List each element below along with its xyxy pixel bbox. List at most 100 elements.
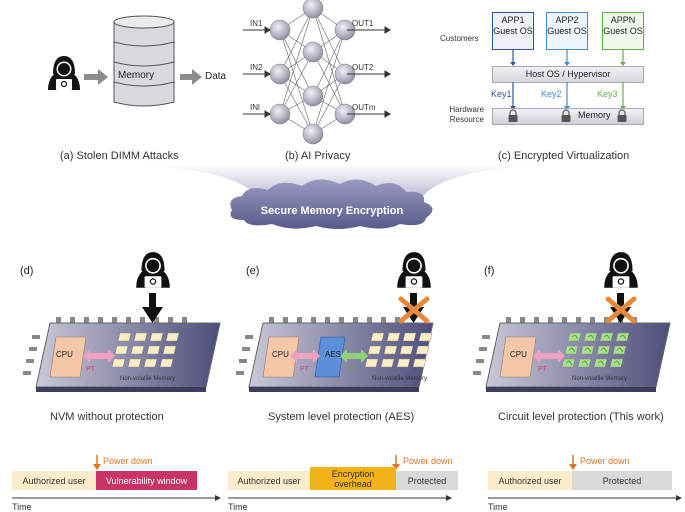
chip-pin — [297, 317, 302, 324]
memory-cell-mark — [568, 347, 576, 353]
chip-pin — [126, 317, 131, 324]
memory-cell-mark — [613, 360, 621, 366]
memory-cell-mark — [587, 334, 595, 340]
chip-pin — [168, 317, 173, 324]
nvm-label-d: Non-volatile Memory — [120, 376, 176, 382]
time-axis-e — [228, 495, 452, 501]
chip-pin — [473, 371, 481, 375]
cpu-label-f: CPU — [510, 350, 527, 359]
memory-cell — [396, 358, 411, 368]
cloud-label: Secure Memory Encryption — [260, 205, 404, 217]
memory-cell — [149, 332, 164, 342]
chip-pin — [311, 317, 316, 324]
chip-pin — [56, 317, 61, 324]
chip-pin — [534, 317, 539, 324]
time-label-e: Time — [228, 502, 248, 512]
timeline-segment-authorized-f: Authorized user — [488, 471, 572, 490]
neural-network-diagram — [243, 0, 391, 145]
ct-label-e: CT — [349, 366, 359, 373]
ct-arrow-icon — [340, 349, 368, 363]
nvm-label-e: Non-volatile Memory — [372, 376, 428, 382]
power-down-label-d: Power down — [103, 456, 153, 466]
memory-cell — [596, 345, 611, 355]
attack-arrow-icon — [142, 307, 163, 323]
chip-pin — [548, 317, 553, 324]
attack-arrow-shaft — [149, 293, 156, 309]
memory-cell — [117, 332, 132, 342]
chip-pin — [283, 317, 288, 324]
memory-cell-mark — [571, 334, 579, 340]
pt-arrow-icon — [290, 349, 320, 363]
app-box-n: APPN Guest OS — [602, 12, 644, 50]
memory-cell — [402, 332, 417, 342]
arrow-icon — [180, 69, 202, 85]
nn-output-1: OUT1 — [352, 19, 374, 28]
panel-a-graphic — [48, 15, 202, 107]
memory-cell — [580, 345, 595, 355]
chip-pin — [576, 317, 581, 324]
memory-cell — [364, 358, 379, 368]
key1-label: Key1 — [491, 89, 512, 99]
chip-pin — [98, 317, 103, 324]
memory-cell — [370, 332, 385, 342]
nvm-label-f: Non-volatile Memory — [572, 376, 628, 382]
pt-label-f: PT — [538, 366, 547, 373]
chip-pin — [381, 317, 386, 324]
chip-pin — [395, 317, 400, 324]
arrow-icon — [84, 69, 108, 85]
funnel-cloud — [120, 164, 560, 229]
neuron-node — [302, 41, 324, 63]
memory-cell — [143, 358, 158, 368]
pt-label-d: PT — [86, 366, 95, 373]
memory-cell — [561, 358, 576, 368]
lock-icons — [508, 109, 627, 122]
memory-cell-mark — [565, 360, 573, 366]
memory-cell — [412, 358, 427, 368]
chip-pin — [269, 317, 274, 324]
time-axis-f — [488, 495, 682, 501]
hypervisor-box: Host OS / Hypervisor — [492, 66, 644, 83]
memory-cell — [133, 332, 148, 342]
memory-cell-mark — [584, 347, 592, 353]
memory-cell — [612, 345, 627, 355]
memory-cell — [380, 358, 395, 368]
chip-pin — [245, 335, 253, 339]
attack-arrow-shaft — [617, 293, 624, 309]
chip-pin — [242, 347, 250, 351]
chip-pin — [23, 371, 31, 375]
blocked-cross-icon — [605, 296, 637, 324]
chip-board-e — [236, 252, 434, 392]
lock-icon — [617, 109, 627, 122]
chip-pin — [236, 371, 244, 375]
chip-pin — [26, 359, 34, 363]
memory-cell-mark — [581, 360, 589, 366]
memory-cell — [609, 358, 624, 368]
memory-cell — [159, 358, 174, 368]
memory-cell — [146, 345, 161, 355]
nn-output-2: OUT2 — [352, 63, 374, 72]
chip-pin — [32, 335, 40, 339]
timeline-segment-authorized-e: Authorized user — [228, 471, 310, 490]
time-label-f: Time — [488, 502, 508, 512]
nn-input-2: IN2 — [250, 63, 263, 72]
neuron-node — [302, 123, 324, 145]
chip-board-f — [473, 252, 671, 392]
caption-a: (a) Stolen DIMM Attacks — [60, 150, 179, 162]
aes-block — [314, 336, 346, 378]
time-label-d: Time — [12, 502, 32, 512]
chip-pin — [482, 335, 490, 339]
customers-label: Customers — [440, 34, 479, 43]
cpu-block — [499, 336, 537, 378]
chip-board-d — [23, 252, 221, 392]
memory-cell — [367, 345, 382, 355]
lock-icon — [561, 109, 571, 122]
attack-arrow-shaft — [410, 293, 417, 309]
memory-cell — [599, 332, 614, 342]
data-label: Data — [205, 71, 227, 82]
chip-pin — [590, 317, 595, 324]
app-box-2: APP2 Guest OS — [546, 12, 588, 50]
chip-pin — [562, 317, 567, 324]
memory-cell-mark — [616, 347, 624, 353]
caption-d: NVM without protection — [50, 411, 164, 423]
neuron-node — [269, 19, 291, 41]
